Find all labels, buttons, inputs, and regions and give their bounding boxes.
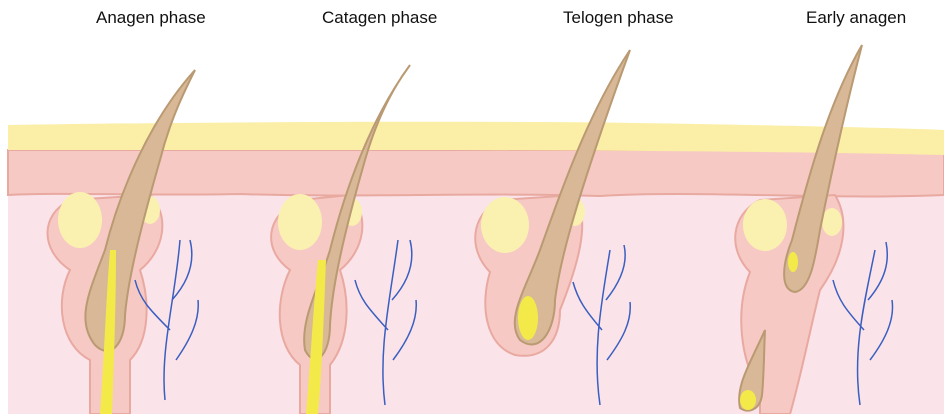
early-anagen-club-core bbox=[788, 252, 798, 272]
telogen-club-hair bbox=[518, 296, 538, 340]
anagen-sebaceous-gland bbox=[58, 192, 102, 248]
early-anagen-new-hair-bulb bbox=[740, 390, 756, 410]
early-anagen-sebaceous-gland bbox=[743, 199, 787, 251]
telogen-sebaceous-gland bbox=[481, 197, 529, 253]
catagen-sebaceous-gland bbox=[278, 194, 322, 250]
early-anagen-sebaceous-gland-small bbox=[822, 208, 842, 236]
